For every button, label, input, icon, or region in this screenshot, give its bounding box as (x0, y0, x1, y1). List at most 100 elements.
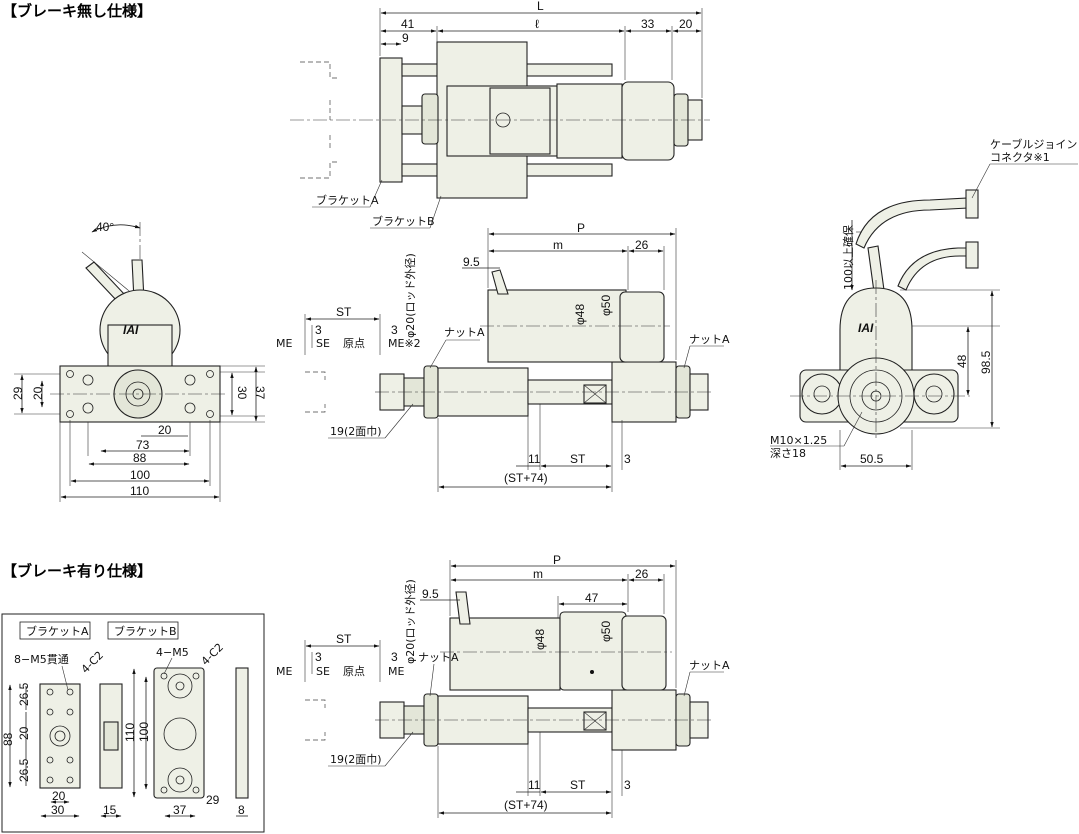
dim-st74-side2: (ST+74) (504, 798, 548, 812)
dim-29-bracket: 29 (206, 793, 220, 807)
dim-3b-side2: 3 (391, 650, 398, 664)
dim-100: 100 (130, 468, 150, 482)
logo-iai-front: IAI (123, 323, 139, 337)
label-nut-a-left-side1: ナットA (444, 326, 485, 339)
label-origin-side1: 原点 (343, 337, 365, 350)
dim-P-side2: P (553, 553, 561, 567)
label-cable-joint-line2: コネクタ※1 (990, 151, 1050, 164)
dim-20-bracket: 20 (17, 726, 31, 740)
dim-110-bracket: 110 (123, 723, 137, 742)
dim-48-end: 48 (955, 354, 969, 368)
label-bracket-a-top: ブラケットA (316, 193, 379, 207)
dim-26-side2: 26 (635, 567, 649, 581)
dim-3c-side2: 3 (624, 778, 631, 792)
label-bracket-b-detail: ブラケットB (114, 624, 177, 638)
bracket-a-plate (39, 683, 81, 789)
dim-m-side2: m (533, 567, 543, 581)
label-bracket-a-detail: ブラケットA (26, 624, 89, 638)
label-bracket-b-top: ブラケットB (372, 214, 435, 228)
label-tapped-8m5: 8−M5貫通 (14, 653, 69, 666)
side-view-no-brake: ST 3 3 ME SE 原点 ME※2 φ20(ロッド外径) φ48 φ50 … (276, 221, 730, 492)
label-thread-line2: 深さ18 (770, 447, 806, 460)
dim-985-end: 98.5 (979, 350, 993, 374)
dim-15-bracket: 15 (103, 803, 117, 817)
label-rod-diameter-side1: φ20(ロッド外径) (404, 253, 417, 338)
dim-phi48-side1: φ48 (573, 304, 587, 325)
dim-ell: ℓ (535, 17, 539, 31)
label-me-right-side2: ME (388, 665, 404, 678)
label-wrench-side1: 19(2面巾) (330, 424, 382, 438)
heading-no-brake: 【ブレーキ無し仕様】 (2, 2, 152, 20)
dim-9: 9 (402, 31, 409, 45)
dim-3c-side1: 3 (624, 452, 631, 466)
dim-20: 20 (679, 17, 693, 31)
label-thread-line1: M10×1.25 (770, 434, 827, 447)
dim-3a-side2: 3 (315, 650, 322, 664)
side-view-with-brake: ST 3 3 ME SE 原点 ME φ20(ロッド外径) φ48 φ50 P (276, 553, 730, 818)
dim-20b-front: 20 (158, 423, 172, 437)
label-wrench-side2: 19(2面巾) (330, 752, 382, 766)
label-nut-a-left-side2: ナットA (418, 651, 459, 664)
dim-47-side2: 47 (585, 591, 599, 605)
label-tapped-4m5: 4−M5 (156, 646, 189, 659)
label-clearance: 100以上確保 (841, 225, 855, 290)
dim-265b-bracket: 26.5 (17, 758, 31, 782)
dim-st-side1: ST (336, 305, 352, 319)
dim-st-side2: ST (336, 632, 352, 646)
dim-37-bracket: 37 (173, 803, 187, 817)
dim-73: 73 (136, 438, 150, 452)
dim-11-side1: 11 (528, 452, 541, 466)
dim-P-side1: P (577, 221, 585, 235)
label-cable-joint-line1: ケーブルジョイント (990, 137, 1079, 151)
dim-37-front: 37 (253, 386, 267, 400)
dim-L: L (537, 0, 544, 13)
label-nut-a-right-side1: ナットA (689, 333, 730, 346)
label-nut-a-right-side2: ナットA (689, 659, 730, 672)
dim-110: 110 (130, 484, 149, 498)
dim-100-bracket: 100 (137, 722, 151, 742)
label-me2-side1: ME※2 (388, 337, 421, 350)
label-rod-diameter-side2: φ20(ロッド外径) (404, 579, 417, 664)
dim-11-side2: 11 (528, 778, 541, 792)
dim-st74-side1: (ST+74) (504, 471, 548, 485)
dim-phi50-side1: φ50 (599, 295, 613, 316)
brake-unit-side2 (449, 617, 561, 691)
dim-30-bracket: 30 (51, 803, 65, 817)
dim-505-end: 50.5 (860, 452, 884, 466)
dim-88-bracket: 88 (1, 732, 15, 746)
heading-with-brake: 【ブレーキ有り仕様】 (2, 562, 152, 580)
logo-iai-end: IAI (858, 321, 874, 335)
dim-26-side1: 26 (635, 238, 649, 252)
label-se-side1: SE (316, 337, 330, 350)
dim-265a-bracket: 26.5 (17, 682, 31, 706)
dim-29-front: 29 (11, 386, 25, 400)
top-view: L 41 9 ℓ 33 20 ブラケットA ブラケットB (290, 0, 710, 229)
dim-m-side1: m (553, 238, 563, 252)
label-origin-side2: 原点 (343, 665, 365, 678)
dim-st-bottom-side1: ST (570, 452, 586, 466)
dim-8-bracket: 8 (238, 803, 245, 817)
end-view: IAI 100以上確保 48 98.5 50.5 M10×1.25 深さ18 ケ… (770, 137, 1079, 470)
motor-side2 (559, 611, 627, 691)
dim-40-degree: 40° (96, 220, 114, 234)
bracket-detail: ブラケットA ブラケットB 8−M5貫通 4-C2 4−M5 (1, 613, 265, 833)
dim-3a-side1: 3 (315, 323, 322, 337)
dim-41: 41 (401, 17, 415, 31)
bracket-b-side (235, 667, 249, 799)
dim-20w-bracket: 20 (52, 789, 66, 803)
dim-phi48-side2: φ48 (533, 629, 547, 650)
dim-95-side1: 9.5 (463, 255, 480, 269)
dim-phi50-side2: φ50 (599, 621, 613, 642)
dim-88: 88 (133, 451, 147, 465)
label-me-side2: ME (276, 665, 292, 678)
dim-30-front: 30 (235, 386, 249, 400)
label-me-side1: ME (276, 337, 292, 350)
dim-20-front: 20 (31, 386, 45, 400)
dim-33: 33 (641, 17, 655, 31)
dim-3b-side1: 3 (391, 323, 398, 337)
front-view: 40° IAI 29 20 30 37 (11, 220, 267, 502)
label-se-side2: SE (316, 665, 330, 678)
bracket-b-plate (153, 667, 205, 799)
dim-st-bottom-side2: ST (570, 778, 586, 792)
